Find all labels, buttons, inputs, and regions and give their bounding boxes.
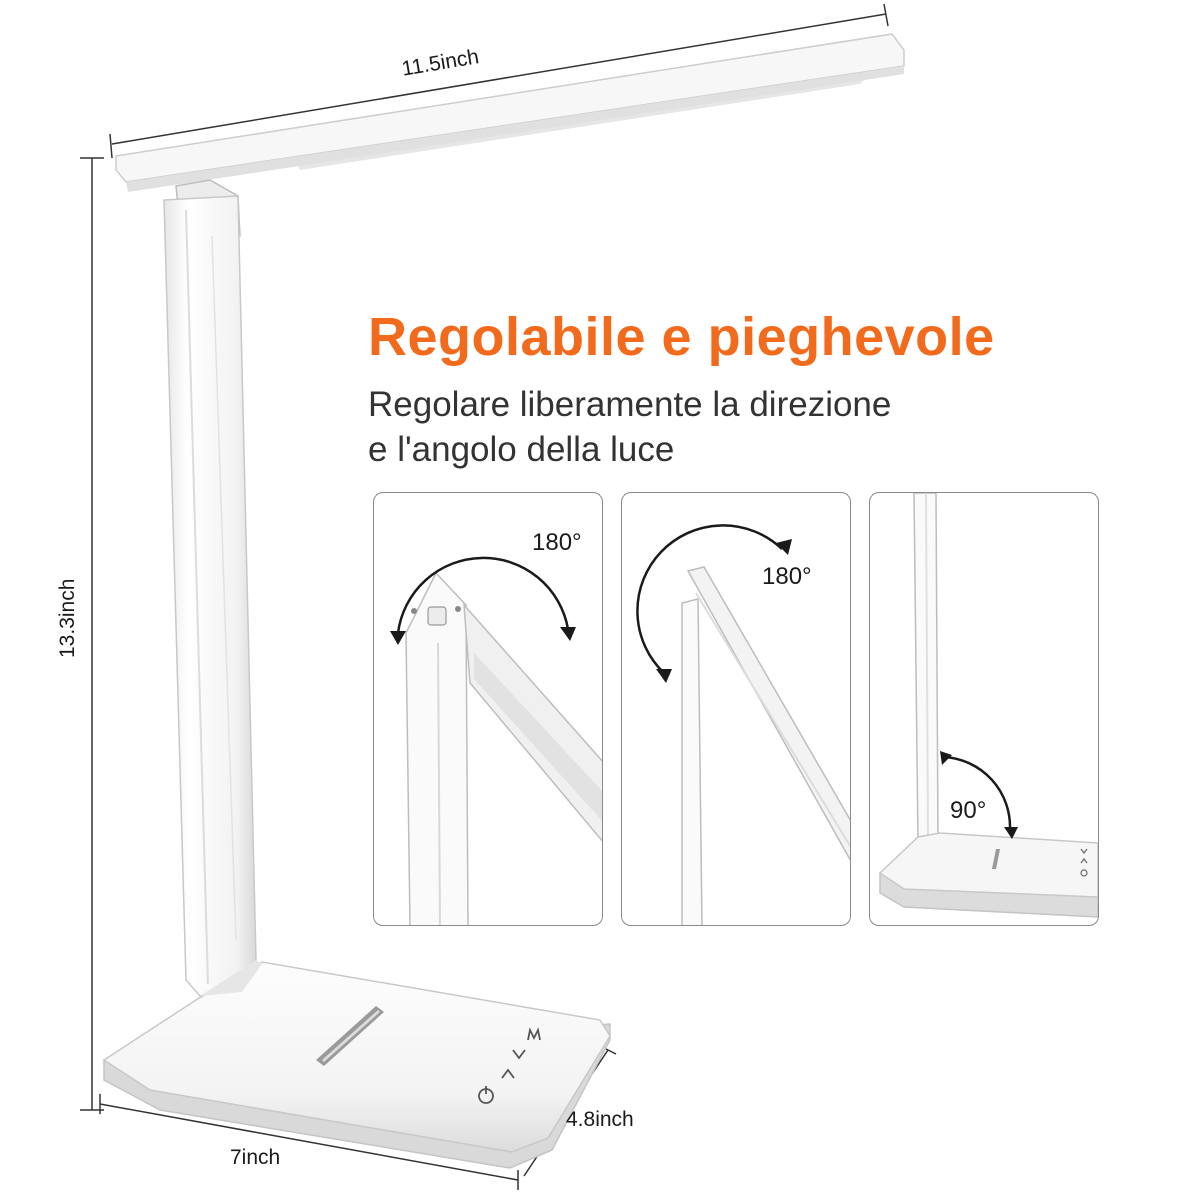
base-width-label: 7inch [230, 1146, 281, 1169]
brightness-down-icon[interactable] [501, 1068, 515, 1079]
page-title: Regolabile e pieghevole [368, 307, 995, 367]
lamp-pole [163, 195, 257, 997]
power-icon[interactable] [478, 1086, 494, 1104]
lamp-base [102, 960, 611, 1169]
arm-dimension-line [109, 3, 889, 159]
panel-arm-folding: 180° [621, 492, 851, 926]
lamp-head [115, 33, 905, 192]
brightness-up-icon[interactable] [512, 1049, 526, 1060]
arm-folding-angle: 180° [762, 563, 812, 590]
subtitle: Regolare liberamente la direzione e l'an… [368, 382, 968, 472]
arm-folding-illustration [636, 524, 850, 925]
panel-head-rotation: 180° [373, 492, 603, 926]
mode-icon[interactable] [527, 1027, 541, 1041]
pole-tilt-illustration [878, 493, 1098, 918]
head-rotation-illustration [390, 556, 602, 925]
panel-pole-tilt: 90° [869, 492, 1099, 926]
subtitle-line-1: Regolare liberamente la direzione [368, 385, 892, 424]
base-depth-label: 4.8inch [566, 1108, 634, 1131]
head-rotation-angle: 180° [532, 529, 582, 556]
subtitle-line-2: e l'angolo della luce [368, 430, 675, 469]
height-label: 13.3inch [56, 578, 79, 658]
height-dimension-line [80, 157, 104, 1111]
pole-tilt-angle: 90° [950, 797, 987, 824]
